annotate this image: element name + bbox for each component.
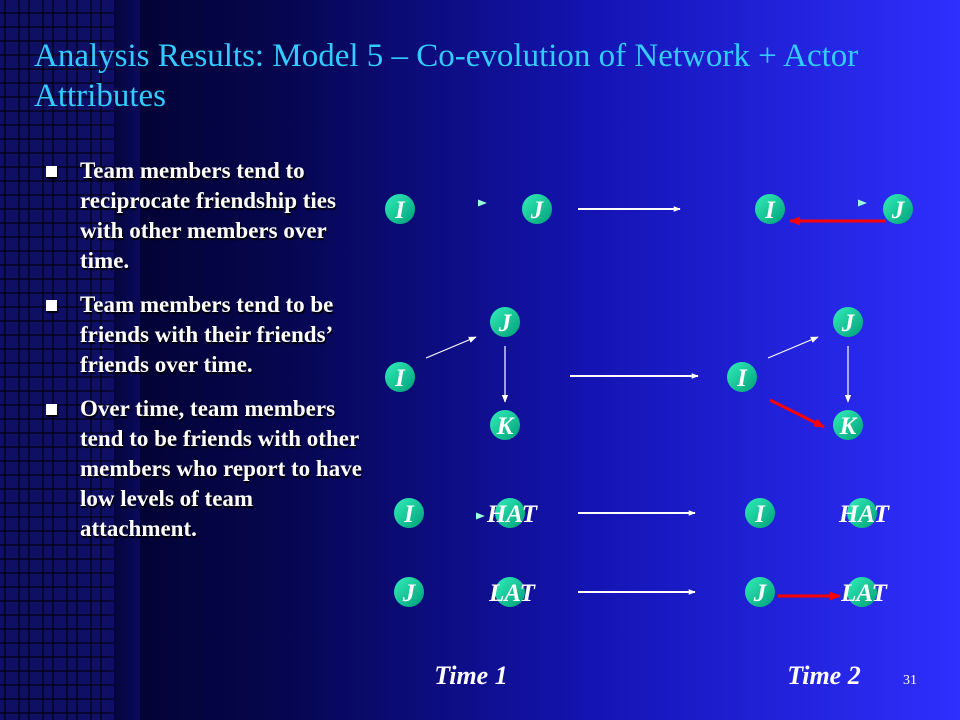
node-k: K — [833, 410, 863, 440]
node-j: J — [883, 194, 913, 224]
tie-arrow — [767, 336, 819, 359]
node-label-lat: LAT — [488, 580, 537, 607]
node-j: J — [394, 577, 424, 607]
time-1-label: Time 1 — [434, 661, 507, 690]
red-transitive-arrow — [769, 398, 825, 429]
bullet-list: Team members tend to reciprocate friends… — [42, 156, 372, 558]
node-i: I — [394, 498, 424, 528]
node-j: J — [833, 307, 863, 337]
node-label-hat: HAT — [486, 501, 539, 528]
row-reciprocity: I J I J — [385, 194, 913, 226]
row-high-attachment: I HAT I HAT — [394, 498, 891, 528]
slide-title: Analysis Results: Model 5 – Co-evolution… — [34, 38, 859, 114]
node-i: I — [385, 194, 415, 224]
node-lat: LAT — [840, 577, 889, 607]
node-hat: HAT — [486, 498, 539, 528]
node-j: J — [522, 194, 552, 224]
node-j: J — [745, 577, 775, 607]
node-label-i: I — [764, 197, 776, 224]
bullet-square-icon — [46, 404, 57, 415]
decorative-strip-fade — [0, 0, 140, 720]
node-label-i: I — [754, 501, 766, 528]
node-label-k: K — [496, 413, 516, 440]
node-k: K — [490, 410, 520, 440]
node-i: I — [385, 362, 415, 392]
bullet-attachment: Over time, team members tend to be frien… — [42, 394, 372, 544]
node-label-i: I — [736, 365, 748, 392]
node-label-k: K — [839, 413, 859, 440]
node-lat: LAT — [488, 577, 537, 607]
node-i: I — [745, 498, 775, 528]
bullet-text: Over time, team members tend to be frien… — [80, 396, 362, 541]
node-label-j: J — [841, 310, 856, 337]
bullet-text: Team members tend to be friends with the… — [80, 292, 334, 377]
tie-arrow — [425, 336, 477, 359]
node-label-i: I — [403, 501, 415, 528]
node-i: I — [755, 194, 785, 224]
node-label-j: J — [498, 310, 513, 337]
bullet-transitivity: Team members tend to be friends with the… — [42, 290, 372, 380]
node-label-j: J — [402, 580, 417, 607]
page-number: 31 — [903, 673, 917, 688]
bullet-square-icon — [46, 300, 57, 311]
bullet-reciprocity: Team members tend to reciprocate friends… — [42, 156, 372, 276]
bullet-text: Team members tend to reciprocate friends… — [80, 158, 336, 273]
node-label-hat: HAT — [838, 501, 891, 528]
node-label-j: J — [530, 197, 545, 224]
node-label-j: J — [891, 197, 906, 224]
row-transitivity: J I K J I K — [385, 307, 863, 440]
node-label-i: I — [394, 365, 406, 392]
node-hat: HAT — [838, 498, 891, 528]
node-label-i: I — [394, 197, 406, 224]
row-low-attachment: J LAT J LAT — [394, 577, 889, 607]
node-j: J — [490, 307, 520, 337]
bullet-square-icon — [46, 166, 57, 177]
node-label-lat: LAT — [840, 580, 889, 607]
node-label-j: J — [753, 580, 768, 607]
time-2-label: Time 2 — [787, 661, 860, 690]
node-i: I — [727, 362, 757, 392]
